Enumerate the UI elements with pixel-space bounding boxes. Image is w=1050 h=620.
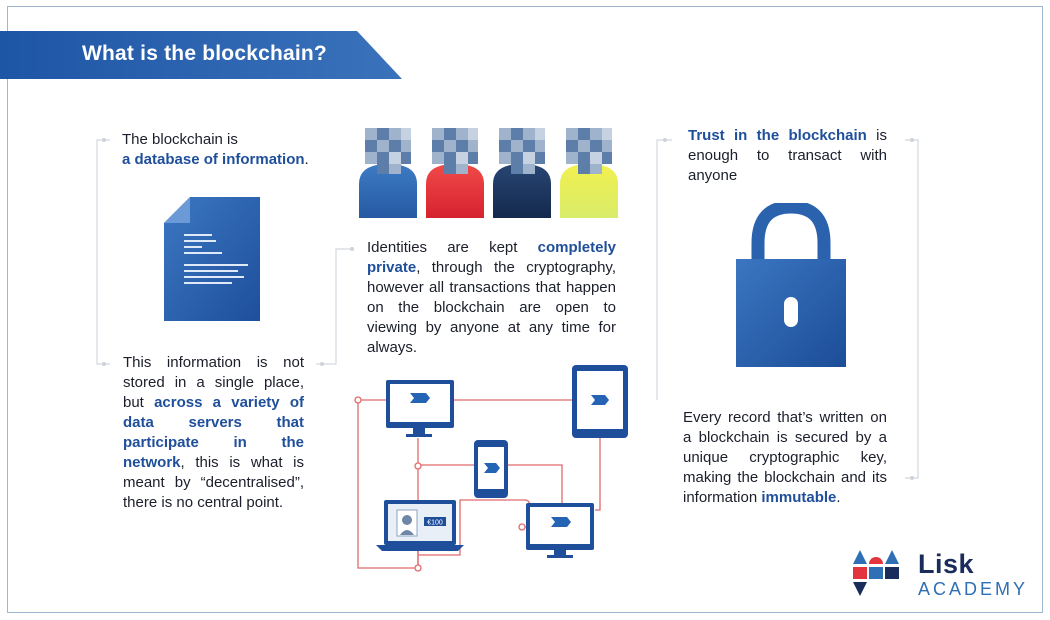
avatar-icon <box>426 128 484 218</box>
padlock-icon <box>736 203 846 367</box>
avatar-icon <box>493 128 551 218</box>
decentralised-text: This information is not stored in a sing… <box>123 354 304 511</box>
title-banner: What is the blockchain? <box>0 31 402 79</box>
network-diagram: €100 <box>354 365 628 572</box>
trust-highlight: Trust in the blockchain <box>688 127 867 144</box>
lisk-logo-icon <box>853 550 899 596</box>
trust-text: Trust in the blockchain is enough to tra… <box>688 127 888 184</box>
immutable-highlight: immutable <box>761 489 837 506</box>
immutable-text: Every record that’s written on a blockch… <box>683 409 887 506</box>
avatar-icon <box>359 128 417 218</box>
logo-name: Lisk <box>918 549 975 579</box>
laptop-icon: €100 <box>376 500 464 551</box>
logo-subtitle: ACADEMY <box>918 579 1029 599</box>
intro-text: The blockchain is a database of informat… <box>122 131 309 168</box>
tablet-icon <box>572 365 628 438</box>
monitor-icon <box>526 503 594 558</box>
intro-highlight: a database of information <box>122 151 305 168</box>
outer-frame <box>7 6 1043 613</box>
avatar-row <box>359 128 618 218</box>
document-icon <box>164 197 260 321</box>
laptop-badge-text: €100 <box>427 520 443 527</box>
privacy-highlight: completely private <box>367 239 616 276</box>
avatar-icon <box>560 128 618 218</box>
page-title: What is the blockchain? <box>82 42 327 65</box>
decentralised-highlight: across a variety of data servers that pa… <box>123 394 304 471</box>
privacy-text: Identities are kept completely private, … <box>367 239 616 356</box>
phone-icon <box>474 440 508 498</box>
monitor-icon <box>386 380 454 437</box>
banner-shape <box>0 31 402 79</box>
